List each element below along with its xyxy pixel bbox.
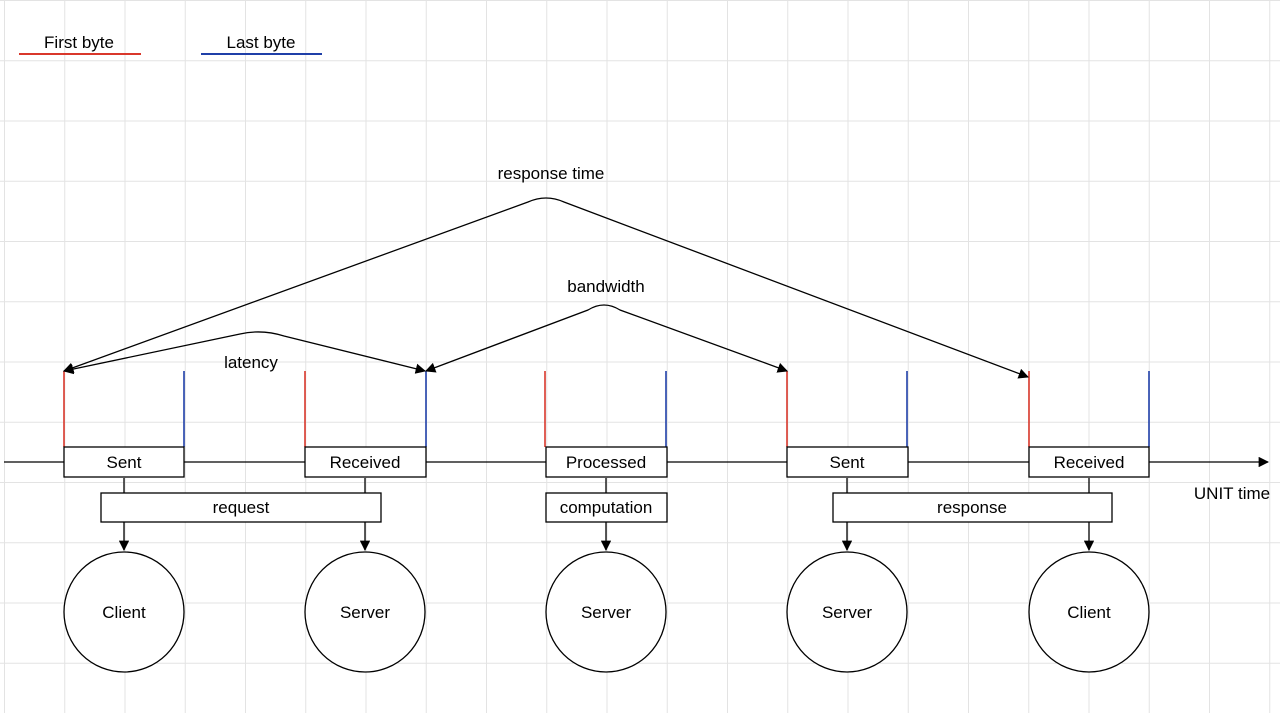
event-label: Received [1054, 453, 1125, 472]
event-box: Processed [545, 446, 668, 478]
computation-label: computation [560, 498, 653, 517]
event-box: Sent [63, 446, 185, 478]
event-label: Sent [830, 453, 865, 472]
node-circle: Client [63, 551, 185, 673]
node-label: Server [340, 603, 390, 622]
legend-last-byte-label: Last byte [227, 33, 296, 52]
event-box: Received [304, 446, 427, 478]
computation-box: computation [545, 492, 668, 523]
response-time-arrow [63, 197, 1029, 379]
response-time-label: response time [498, 164, 605, 183]
span-arrows: latency bandwidth response time [62, 164, 1029, 379]
event-box: Sent [786, 446, 909, 478]
node-label: Client [102, 603, 146, 622]
node-circle: Server [786, 551, 908, 673]
node-label: Server [822, 603, 872, 622]
legend-first-byte-label: First byte [44, 33, 114, 52]
legend: First byte Last byte [19, 33, 322, 55]
latency-arrow [62, 331, 427, 375]
response-label: response [937, 498, 1007, 517]
request-box: request [100, 492, 382, 523]
event-label: Received [330, 453, 401, 472]
bandwidth-label: bandwidth [567, 277, 645, 296]
event-label: Sent [107, 453, 142, 472]
time-axis-label: UNIT time [1194, 484, 1270, 503]
event-label: Processed [566, 453, 646, 472]
node-circle: Client [1028, 551, 1150, 673]
latency-label: latency [224, 353, 278, 372]
request-label: request [213, 498, 270, 517]
event-box: Received [1028, 446, 1150, 478]
node-label: Server [581, 603, 631, 622]
response-box: response [832, 492, 1113, 523]
bandwidth-arrow [425, 304, 788, 373]
node-circle: Server [304, 551, 426, 673]
connectors [118, 478, 1095, 552]
node-label: Client [1067, 603, 1111, 622]
byte-markers [63, 371, 1150, 447]
node-circle: Server [545, 551, 667, 673]
